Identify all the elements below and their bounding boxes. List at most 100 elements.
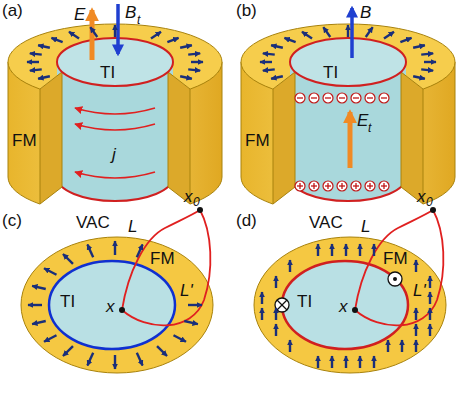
insulator-region: TI: [290, 36, 406, 202]
positive-charge: [379, 181, 389, 191]
panel-label: (c): [2, 212, 22, 229]
magnetic-field-arrow: [116, 4, 120, 54]
region-label: TI: [323, 64, 338, 81]
magnetization-arrow: [400, 38, 411, 42]
magnetization-arrow: [167, 38, 178, 42]
magnetization-arrow: [38, 45, 50, 48]
magnetization-arrow: [191, 61, 203, 63]
subscript: 0: [426, 196, 433, 208]
field-label: E: [357, 112, 368, 129]
subscript: t: [137, 14, 140, 26]
subscript: t: [368, 122, 371, 134]
path-label: L': [180, 282, 193, 299]
magnetization-arrow: [180, 76, 192, 79]
magnetization-arrow: [157, 346, 167, 356]
magnetization-arrow: [263, 53, 275, 54]
magnetization-arrow: [87, 353, 93, 366]
magnetization-arrow: [188, 69, 200, 70]
magnetization-arrow: [424, 61, 436, 63]
magnetization-arrow: [415, 324, 417, 336]
point-label: x: [184, 188, 193, 205]
field-label: B: [125, 4, 136, 21]
magnetization-arrow: [373, 244, 375, 256]
magnetization-arrow: [261, 308, 263, 320]
path-label: L': [413, 282, 426, 299]
magnetization-arrow: [373, 356, 375, 368]
magnetization-arrow: [429, 308, 431, 320]
ferromagnet-region: FMTIx: [253, 236, 447, 374]
electric-field-arrow: [348, 112, 353, 168]
magnetization-arrow: [415, 308, 417, 320]
insulator-region: TI j: [57, 36, 173, 202]
magnetization-arrow: [366, 27, 373, 37]
magnetization-arrow: [180, 45, 192, 48]
panel-label: (b): [236, 2, 257, 19]
magnetization-arrow: [275, 308, 277, 320]
panel-label: (d): [236, 212, 257, 229]
magnetic-field-arrow: [350, 8, 354, 58]
ferromagnet-region: FMTIx: [20, 236, 214, 374]
magnetization-arrow: [359, 244, 361, 256]
insulator-region: TI x: [49, 261, 175, 349]
region-label: FM: [383, 250, 408, 267]
negative-charge: [295, 93, 305, 103]
magnetization-arrow: [263, 69, 275, 70]
variable-label: x: [106, 298, 115, 315]
magnetization-arrow: [38, 76, 50, 79]
magnetization-arrow: [401, 340, 403, 352]
magnetization-arrow: [421, 53, 433, 54]
positive-charge: [365, 181, 375, 191]
magnetization-arrow: [114, 355, 116, 369]
magnetization-arrow: [387, 340, 389, 352]
surface-charges: [295, 93, 389, 191]
region-label: VAC: [76, 214, 110, 231]
magnetization-arrow: [429, 292, 431, 304]
panel-label: (a): [2, 2, 23, 19]
magnetization-arrow: [114, 241, 116, 255]
region-label: TI: [100, 64, 115, 81]
negative-charge: [323, 93, 333, 103]
magnetization-arrow: [275, 324, 277, 336]
magnetization-arrow: [32, 321, 46, 324]
magnetization-arrow: [331, 244, 333, 256]
magnetization-arrow: [415, 260, 417, 272]
magnetization-arrow: [28, 304, 42, 306]
ferromagnet-region: FM TI: [239, 22, 456, 208]
negative-charge: [351, 93, 361, 103]
magnetization-arrow: [51, 38, 62, 42]
magnetization-arrows: [27, 25, 436, 369]
panel-a-cylinder: [8, 4, 222, 222]
panel-b-cylinder: [241, 8, 455, 222]
variable-label: j: [112, 146, 116, 163]
magnetization-arrow: [188, 53, 200, 54]
positive-charge: [337, 181, 347, 191]
magnetization-arrow: [345, 356, 347, 368]
region-label: VAC: [309, 214, 343, 231]
magnetization-arrow: [331, 356, 333, 368]
magnetization-arrow: [174, 335, 186, 341]
magnetization-arrow: [188, 304, 202, 306]
magnetization-arrow: [359, 356, 361, 368]
magnetization-arrow: [275, 276, 277, 288]
magnetization-arrow: [347, 25, 349, 37]
electric-field-arrow: [90, 10, 95, 60]
magnetization-arrow: [137, 353, 143, 366]
positive-charge: [295, 181, 305, 191]
path-label: L: [128, 218, 137, 235]
magnetization-arrow: [421, 69, 433, 70]
positive-charge: [309, 181, 319, 191]
region-label: TI: [60, 293, 75, 310]
panel-c-top-view: [21, 207, 213, 373]
magnetization-arrow: [429, 276, 431, 288]
magnetization-arrow: [30, 69, 42, 70]
magnetization-arrow: [271, 76, 283, 79]
path-label: L: [361, 218, 370, 235]
magnetization-arrow: [184, 321, 198, 324]
region-label: FM: [245, 132, 270, 149]
panel-d-top-view: [254, 207, 446, 373]
magnetization-arrow: [302, 32, 312, 39]
magnetization-arrow: [429, 324, 431, 336]
negative-charge: [365, 93, 375, 103]
region-label: FM: [12, 132, 37, 149]
magnetization-arrow: [137, 244, 143, 257]
